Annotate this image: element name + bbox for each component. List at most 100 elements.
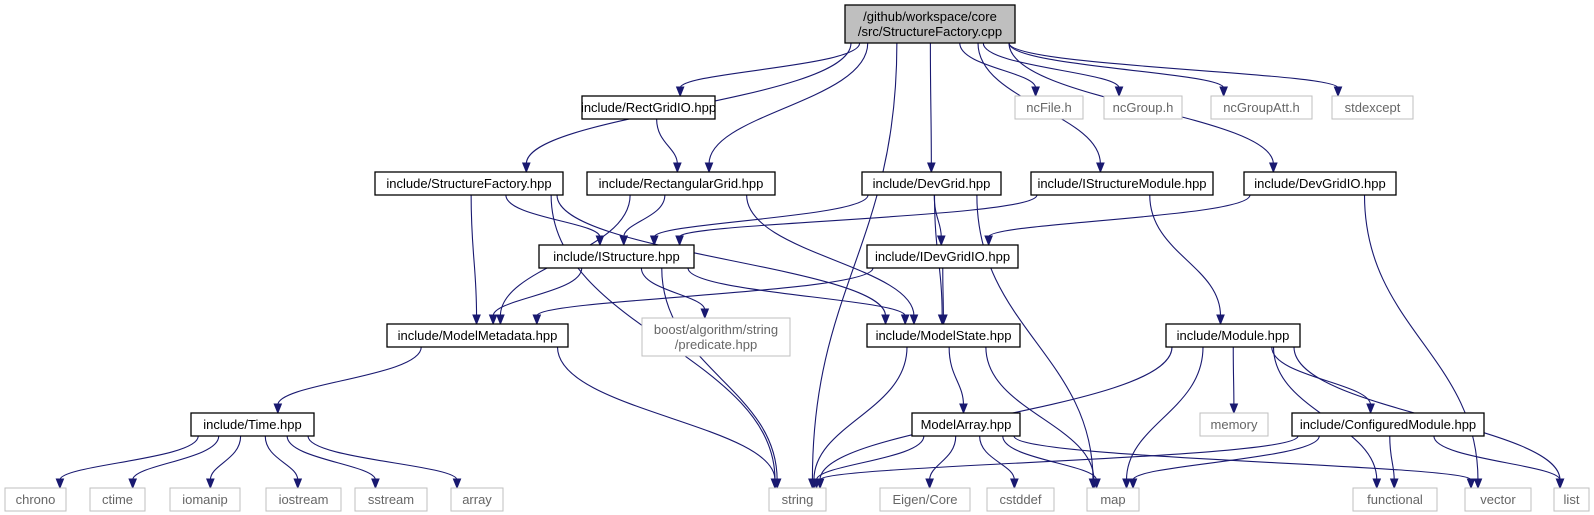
node-modelstate[interactable]: include/ModelState.hpp <box>866 323 1021 348</box>
node-label: memory <box>1211 417 1258 432</box>
node-label: /src/StructureFactory.cpp <box>858 24 1002 39</box>
node-box <box>450 487 504 512</box>
node-modelmetadata[interactable]: include/ModelMetadata.hpp <box>386 323 569 348</box>
arrowhead-modelstate-to-modelarray <box>959 403 968 415</box>
node-label: /github/workspace/core <box>863 9 997 24</box>
node-label: ncGroup.h <box>1113 100 1174 115</box>
node-iostream: iostream <box>265 487 342 512</box>
edge-time-to-ctime <box>132 435 220 481</box>
arrowhead-modelmetadata-to-time <box>273 403 283 415</box>
edge-configuredmodule-to-functional <box>1389 435 1395 481</box>
node-istructuremodule[interactable]: include/IStructureModule.hpp <box>1030 171 1214 196</box>
node-label: ncFile.h <box>1026 100 1072 115</box>
node-stdexcept: stdexcept <box>1331 95 1414 120</box>
edge-istructuremodule-to-istructure <box>679 194 1038 238</box>
arrowhead-module-to-functional <box>1372 478 1382 490</box>
node-box <box>1014 95 1084 120</box>
edge-istructure-to-modelstate <box>687 267 906 317</box>
node-box <box>866 244 1019 269</box>
edges-layer <box>55 42 1565 490</box>
node-label: include/Module.hpp <box>1177 328 1290 343</box>
edge-modelmetadata-to-time <box>277 346 422 406</box>
edge-modelarray-to-cstddef <box>979 435 1015 481</box>
arrowhead-devgridio-to-vector <box>1473 478 1483 490</box>
node-rectgridio[interactable]: include/RectGridIO.hpp <box>581 95 716 120</box>
node-istructure[interactable]: include/IStructure.hpp <box>538 244 695 269</box>
node-map: map <box>1086 487 1140 512</box>
arrowhead-root-to-ncfile <box>1031 86 1040 98</box>
node-box <box>844 4 1016 44</box>
node-array: array <box>450 487 504 512</box>
node-box <box>1243 171 1397 196</box>
node-label: include/DevGrid.hpp <box>873 176 991 191</box>
arrowhead-root-to-rectgridio <box>675 86 685 98</box>
arrowhead-idevgridio-to-modelstate <box>939 314 948 326</box>
edge-structurefactory-to-istructure <box>505 194 601 238</box>
arrowhead-istructure-to-boostpredicate <box>700 308 710 320</box>
edge-root-to-string <box>811 42 898 481</box>
node-list: list <box>1553 487 1590 512</box>
node-time[interactable]: include/Time.hpp <box>190 412 315 437</box>
edge-istructure-to-boostpredicate <box>640 267 706 311</box>
node-box <box>586 171 776 196</box>
node-label: ctime <box>102 492 133 507</box>
node-root[interactable]: /github/workspace/core/src/StructureFact… <box>844 4 1016 44</box>
node-ctime: ctime <box>89 487 146 512</box>
edge-structurefactory-to-modelmetadata <box>470 194 478 317</box>
node-rectangulargrid[interactable]: include/RectangularGrid.hpp <box>586 171 776 196</box>
arrowhead-root-to-devgridio <box>1269 162 1278 174</box>
edge-structurefactory-to-modelstate <box>556 194 887 317</box>
node-box <box>1210 95 1313 120</box>
node-label: include/ModelMetadata.hpp <box>398 328 558 343</box>
edge-modelstate-to-map <box>985 346 1095 481</box>
node-box <box>169 487 241 512</box>
edge-istructure-to-string <box>661 267 778 481</box>
arrowhead-time-to-ctime <box>128 478 138 490</box>
edge-modelarray-to-map <box>1002 435 1098 481</box>
node-box <box>1086 487 1140 512</box>
node-label: array <box>462 492 492 507</box>
node-box <box>190 412 315 437</box>
node-label: include/StructureFactory.hpp <box>386 176 551 191</box>
arrowhead-structurefactory-to-modelmetadata <box>472 314 481 326</box>
node-idevgridio[interactable]: include/IDevGridIO.hpp <box>866 244 1019 269</box>
edge-modelmetadata-to-string <box>556 346 776 481</box>
arrowhead-module-to-map <box>1122 478 1131 490</box>
node-module[interactable]: include/Module.hpp <box>1165 323 1301 348</box>
arrowhead-devgridio-to-idevgridio <box>984 235 993 247</box>
edge-rectgridio-to-rectangulargrid <box>656 118 678 165</box>
node-box <box>538 244 695 269</box>
node-box <box>386 323 569 348</box>
node-label: include/RectGridIO.hpp <box>581 100 716 115</box>
node-configuredmodule[interactable]: include/ConfiguredModule.hpp <box>1291 412 1485 437</box>
edge-modelarray-to-string <box>815 435 925 481</box>
edge-root-to-ncfile <box>959 42 1037 89</box>
node-label: map <box>1100 492 1125 507</box>
node-devgrid[interactable]: include/DevGrid.hpp <box>861 171 1002 196</box>
arrowhead-time-to-array <box>452 478 462 490</box>
arrowhead-configuredmodule-to-functional <box>1389 478 1399 490</box>
arrowhead-configuredmodule-to-string <box>815 478 825 490</box>
node-label: Eigen/Core <box>892 492 957 507</box>
node-iomanip: iomanip <box>169 487 241 512</box>
node-box <box>1331 95 1414 120</box>
arrowhead-rectgridio-to-rectangulargrid <box>673 162 682 174</box>
node-modelarray[interactable]: ModelArray.hpp <box>911 412 1021 437</box>
edge-configuredmodule-to-string <box>819 435 1299 481</box>
node-box <box>1165 323 1301 348</box>
node-devgridio[interactable]: include/DevGridIO.hpp <box>1243 171 1397 196</box>
node-structurefactory[interactable]: include/StructureFactory.hpp <box>374 171 564 196</box>
node-label: iomanip <box>182 492 228 507</box>
edge-modelstate-to-modelarray <box>948 346 965 406</box>
node-string: string <box>768 487 827 512</box>
edge-istructure-to-modelmetadata <box>492 267 583 317</box>
node-vector: vector <box>1464 487 1532 512</box>
node-box <box>768 487 827 512</box>
edge-time-to-sstream <box>286 435 376 481</box>
node-chrono: chrono <box>4 487 67 512</box>
edge-root-to-stdexcept <box>1008 42 1339 89</box>
edge-module-to-memory <box>1232 346 1235 406</box>
arrowhead-devgrid-to-istructure <box>649 235 659 247</box>
edge-time-to-chrono <box>59 435 199 481</box>
